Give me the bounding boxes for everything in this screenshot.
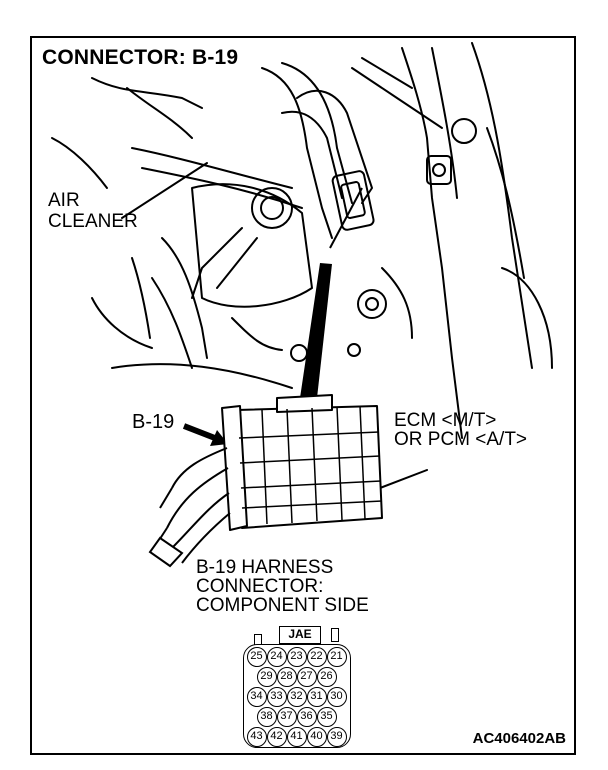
connector-pin-32: 32	[286, 687, 307, 707]
connector-pin-27: 27	[296, 667, 317, 687]
connector-pin-38: 38	[256, 707, 277, 727]
connector-pin-29: 29	[256, 667, 277, 687]
harness-connector-heading: B-19 HARNESS CONNECTOR: COMPONENT SIDE	[196, 557, 369, 616]
connector-pin-39: 39	[326, 727, 347, 747]
connector-callout-label: B-19	[132, 411, 175, 433]
connector-pin-22: 22	[306, 647, 327, 667]
connector-pin-35: 35	[316, 707, 337, 727]
engine-bay-illustration	[51, 42, 553, 568]
figure-code: AC406402AB	[472, 730, 566, 747]
connector-pin-21: 21	[326, 647, 347, 667]
diagram-frame: CONNECTOR: B-19 AIR CLEANER B-19 ECM <M/…	[30, 36, 576, 755]
connector-pin-37: 37	[276, 707, 297, 727]
connector-brand-badge: JAE	[279, 626, 321, 644]
connector-pin-40: 40	[306, 727, 327, 747]
connector-pin-23: 23	[286, 647, 307, 667]
connector-pin-41: 41	[286, 727, 307, 747]
page-title: CONNECTOR: B-19	[42, 46, 239, 69]
air-cleaner-label: AIR CLEANER	[48, 190, 138, 232]
connector-pin-34: 34	[246, 687, 267, 707]
ecm-label: ECM <M/T> OR PCM <A/T>	[394, 410, 528, 450]
connector-pin-42: 42	[266, 727, 287, 747]
connector-pin-36: 36	[296, 707, 317, 727]
connector-pin-25: 25	[246, 647, 267, 667]
connector-pin-33: 33	[266, 687, 287, 707]
connector-pin-24: 24	[266, 647, 287, 667]
connector-pin-28: 28	[276, 667, 297, 687]
connector-pin-30: 30	[326, 687, 347, 707]
connector-pin-43: 43	[246, 727, 267, 747]
connector-pin-31: 31	[306, 687, 327, 707]
connector-tab-right	[331, 628, 339, 642]
connector-pin-26: 26	[316, 667, 337, 687]
